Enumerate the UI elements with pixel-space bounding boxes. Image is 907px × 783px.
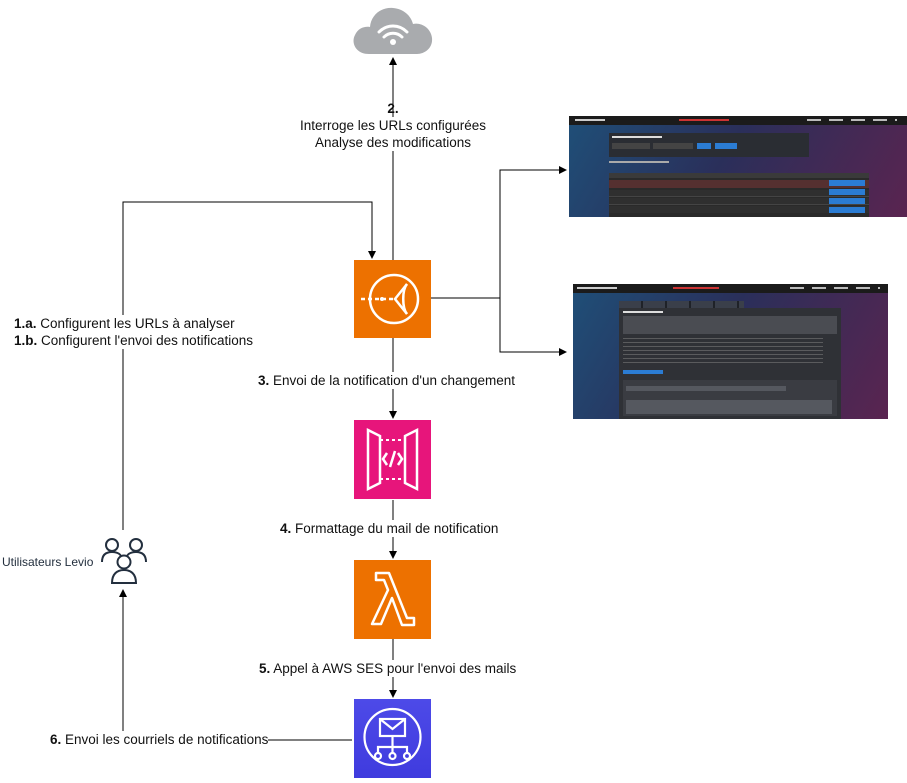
step6-text: Envoi les courriels de notifications: [61, 732, 269, 747]
step5-text: Appel à AWS SES pour l'envoi des mails: [270, 661, 517, 676]
ses-mail-icon: [354, 699, 431, 778]
step3-number: 3.: [258, 373, 270, 388]
change-detection-icon: [354, 260, 431, 338]
step1a-label: 1.a. Configurent les URLs à analyser: [14, 315, 235, 332]
users-group-icon: [99, 532, 149, 586]
api-gateway-icon: [354, 420, 431, 499]
step4-text: Formattage du mail de notification: [291, 521, 499, 536]
step6-number: 6.: [50, 732, 62, 747]
step2-line2: Analyse des modifications: [314, 134, 472, 151]
lambda-icon: [354, 560, 431, 639]
screenshot-watch-list: [569, 116, 907, 217]
step1b-number: 1.b.: [14, 333, 38, 348]
step6-label: 6. Envoi les courriels de notifications: [50, 731, 269, 748]
screenshot-notification-settings: [573, 284, 888, 419]
step3-label: 3. Envoi de la notification d'un changem…: [258, 372, 516, 389]
step1b-text: Configurent l'envoi des notifications: [37, 333, 253, 348]
step3-text: Envoi de la notification d'un changement: [269, 373, 516, 388]
users-label: Utilisateurs Levio: [2, 555, 94, 569]
wifi-cloud-icon: [351, 2, 435, 56]
step5-label: 5. Appel à AWS SES pour l'envoi des mail…: [259, 660, 517, 677]
step4-label: 4. Formattage du mail de notification: [280, 520, 499, 537]
step2-line1: Interroge les URLs configurées: [299, 117, 487, 134]
step1b-label: 1.b. Configurent l'envoi des notificatio…: [14, 332, 253, 349]
step4-number: 4.: [280, 521, 292, 536]
step1a-text: Configurent les URLs à analyser: [36, 316, 235, 331]
step1a-number: 1.a.: [14, 316, 37, 331]
step2-number: 2.: [387, 101, 399, 116]
step5-number: 5.: [259, 661, 271, 676]
